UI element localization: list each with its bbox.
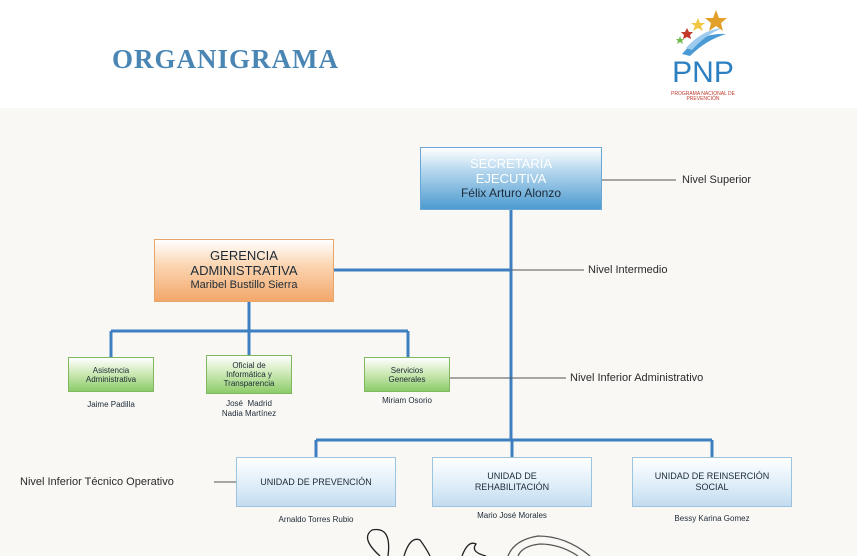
logo-subtitle: PROGRAMA NACIONAL DE PREVENCIÓN: [671, 91, 735, 102]
admin-assistance-line-1: Asistencia: [92, 365, 130, 375]
prevention-unit-line-1: UNIDAD DE PREVENCIÓN: [260, 476, 372, 487]
rehabilitation-unit-line-2: REHABILITACIÓN: [474, 482, 550, 492]
it-officer-line-3: Transparencia: [223, 379, 275, 388]
page-title: ORGANIGRAMA: [112, 44, 339, 74]
pnp-logo: PNP PROGRAMA NACIONAL DE PREVENCIÓN: [660, 8, 744, 108]
level-lower-admin-label: Nivel Inferior Administrativo: [570, 372, 704, 384]
reinsertion-unit-line-2: SOCIAL: [695, 482, 729, 492]
general-services-line-2: Generales: [388, 374, 426, 384]
prevention-unit-box: UNIDAD DE PREVENCIÓN: [236, 457, 396, 507]
level-leader-lines: [214, 179, 676, 483]
general-services-person: Miriam Osorio: [382, 396, 432, 405]
signature-stamp: [366, 528, 591, 556]
reinsertion-unit-box: UNIDAD DE REINSERCIÓN SOCIAL: [632, 457, 792, 507]
general-services-box: Servicios Generales: [364, 357, 450, 392]
it-officer-person-1: José Madrid: [226, 399, 272, 408]
level-intermediate-label: Nivel Intermedio: [588, 264, 668, 276]
management-name: Maribel Bustillo Sierra: [190, 279, 298, 291]
rehabilitation-unit-box: UNIDAD DE REHABILITACIÓN: [432, 457, 592, 507]
it-officer-box: Oficial de Informática y Transparencia: [206, 355, 292, 394]
management-line-2: ADMINISTRATIVA: [190, 263, 298, 278]
tree-connectors: [109, 210, 714, 457]
general-services-line-1: Servicios: [390, 365, 424, 375]
logo-text: PNP: [672, 56, 734, 89]
it-officer-line-2: Informática y: [226, 370, 272, 379]
prevention-unit-person: Arnaldo Torres Rubio: [278, 515, 354, 524]
admin-assistance-line-2: Administrativa: [85, 374, 137, 384]
reinsertion-unit-line-1: UNIDAD DE REINSERCIÓN: [654, 471, 770, 481]
header: ORGANIGRAMA PNP PROGRAMA NACIONAL DE PRE…: [0, 0, 857, 108]
it-officer-person-2: Nadia Martínez: [221, 409, 277, 418]
rehabilitation-unit-person: Mario José Morales: [477, 511, 547, 520]
management-line-1: GERENCIA: [210, 248, 278, 263]
level-lower-technical-label: Nivel Inferior Técnico Operativo: [20, 476, 174, 488]
level-superior-label: Nivel Superior: [682, 174, 752, 186]
executive-secretariat-box: SECRETARÍA EJECUTIVA Félix Arturo Alonzo: [420, 147, 602, 210]
executive-name: Félix Arturo Alonzo: [460, 186, 562, 200]
rehabilitation-unit-line-1: UNIDAD DE: [487, 471, 537, 481]
admin-assistance-box: Asistencia Administrativa: [68, 357, 154, 392]
it-officer-line-1: Oficial de: [232, 361, 266, 370]
reinsertion-unit-person: Bessy Karina Gomez: [674, 514, 750, 523]
executive-line-1: SECRETARÍA: [469, 156, 553, 171]
executive-line-2: EJECUTIVA: [475, 171, 547, 186]
admin-assistance-person: Jaime Padilla: [87, 400, 135, 409]
management-box: GERENCIA ADMINISTRATIVA Maribel Bustillo…: [154, 239, 334, 302]
stars-logo-icon: [676, 10, 727, 56]
